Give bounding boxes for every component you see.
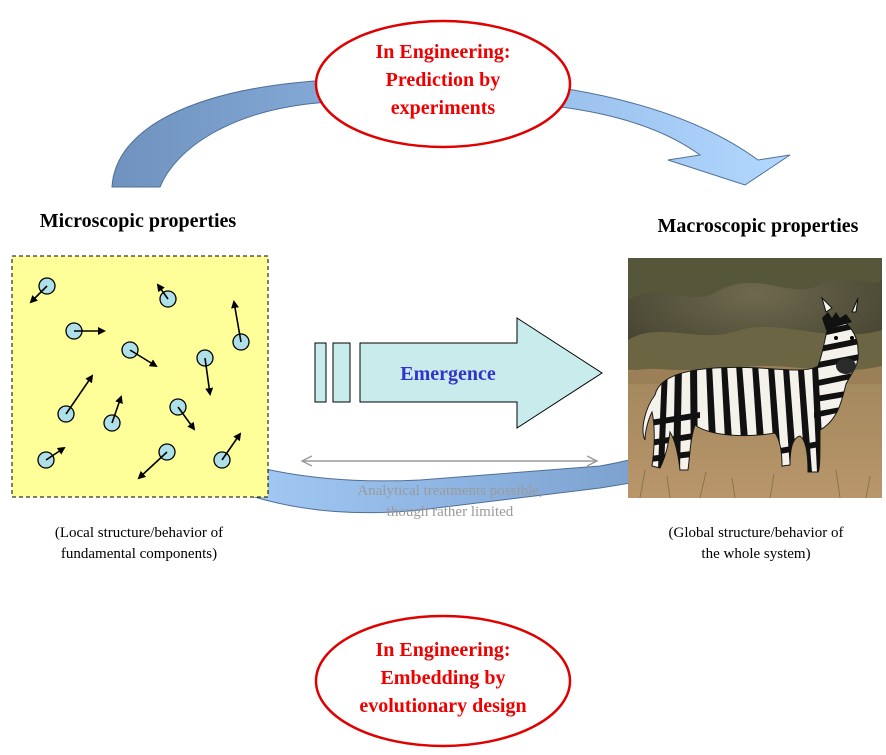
- top-ellipse-line-1: In Engineering:: [375, 41, 510, 63]
- velocity-arrow: [45, 446, 66, 461]
- particle: [156, 283, 177, 308]
- particle: [29, 277, 56, 304]
- right-caption: (Global structure/behavior of the whole …: [669, 525, 844, 562]
- top-ellipse: [314, 19, 572, 149]
- particle: [169, 398, 196, 431]
- emergence-label: Emergence: [400, 363, 496, 385]
- right-caption-line-1: (Global structure/behavior of: [669, 525, 844, 541]
- velocity-arrow: [129, 349, 158, 368]
- particle: [121, 341, 158, 368]
- bottom-ellipse-text: In Engineering: Embedding by evolutionar…: [359, 639, 526, 717]
- velocity-arrow: [29, 285, 48, 304]
- bottom-ellipse-line-1: In Engineering:: [375, 639, 510, 661]
- zebra-photo: [628, 258, 882, 499]
- left-caption: (Local structure/behavior of fundamental…: [55, 525, 223, 562]
- analytical-note: Analytical treatments possible, though r…: [357, 483, 542, 520]
- velocity-arrow: [137, 451, 168, 480]
- right-caption-line-2: the whole system): [701, 546, 810, 562]
- bottom-ellipse-line-2: Embedding by: [380, 667, 505, 689]
- particle: [231, 300, 250, 351]
- velocity-arrow: [231, 300, 242, 343]
- left-caption-line-2: fundamental components): [61, 546, 217, 562]
- velocity-arrow: [177, 406, 196, 431]
- left-caption-line-1: (Local structure/behavior of: [55, 525, 223, 541]
- emergence-arrow: [314, 317, 603, 429]
- bottom-ellipse-line-3: evolutionary design: [359, 695, 526, 717]
- velocity-arrow: [65, 374, 94, 415]
- top-ellipse-line-3: experiments: [391, 97, 496, 119]
- particle: [137, 443, 176, 480]
- microscopic-panel: [11, 255, 269, 498]
- particle: [65, 322, 106, 340]
- particle: [213, 432, 242, 469]
- velocity-arrow: [221, 432, 242, 461]
- particle: [196, 349, 214, 396]
- bottom-ellipse: [314, 614, 572, 748]
- velocity-arrow: [204, 357, 214, 396]
- top-curved-arrow: [111, 79, 791, 188]
- top-ellipse-line-2: Prediction by: [386, 69, 501, 91]
- particle: [37, 446, 66, 469]
- macroscopic-heading: Macroscopic properties: [658, 215, 859, 237]
- velocity-arrow: [111, 395, 123, 424]
- microscopic-heading: Microscopic properties: [40, 210, 237, 232]
- top-ellipse-text: In Engineering: Prediction by experiment…: [375, 41, 510, 119]
- particles: [29, 277, 250, 480]
- analytical-note-line-1: Analytical treatments possible,: [357, 483, 542, 499]
- analytical-note-line-2: though rather limited: [387, 504, 514, 520]
- velocity-arrow: [156, 283, 169, 300]
- particle: [103, 395, 123, 432]
- particle: [57, 374, 94, 423]
